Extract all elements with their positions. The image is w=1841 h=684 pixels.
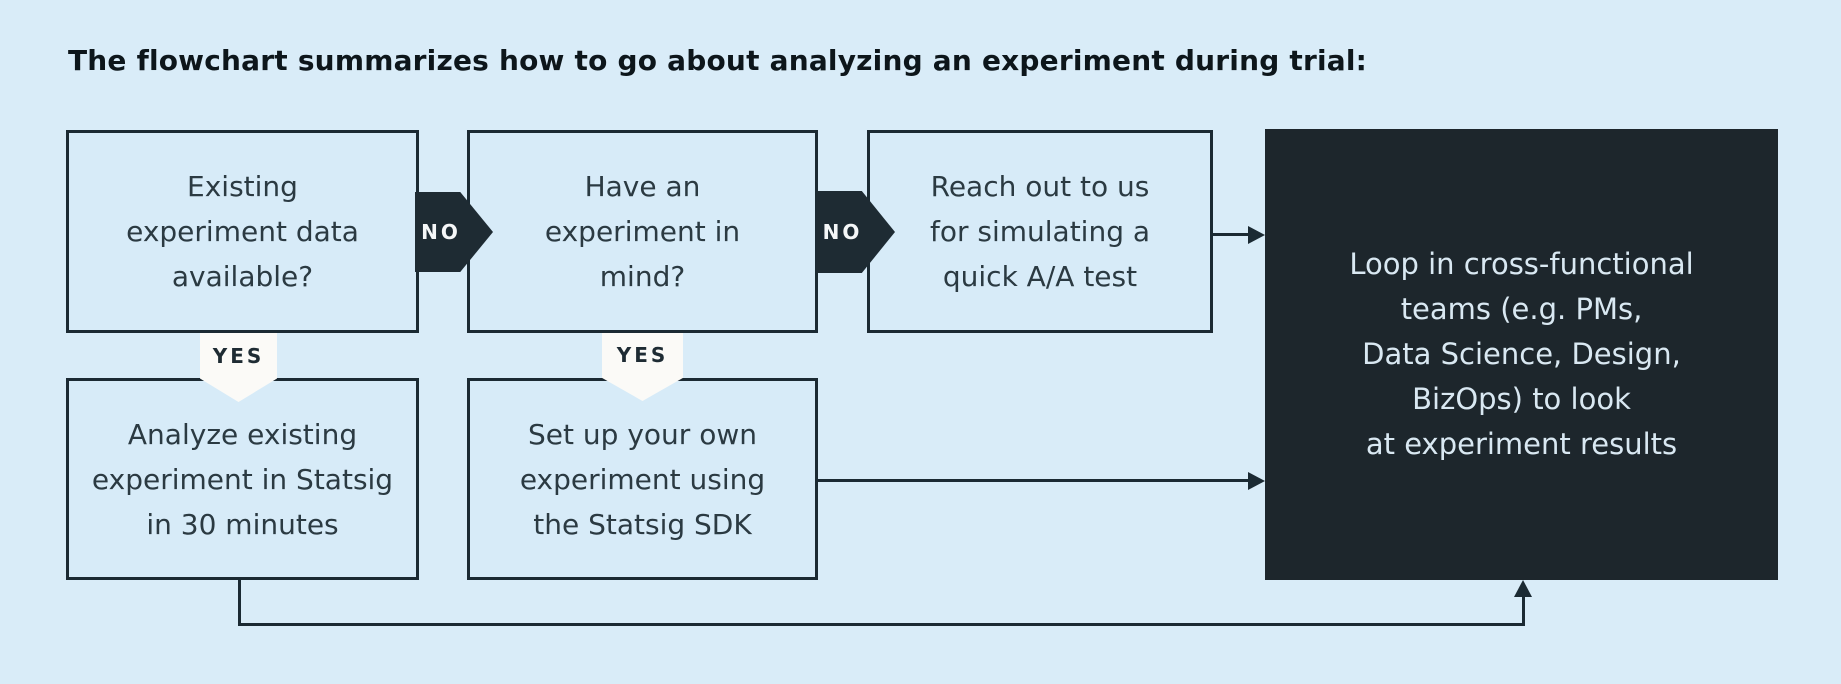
flowchart-title: The flowchart summarizes how to go about… — [68, 44, 1368, 77]
node-line: Loop in cross-functional — [1349, 247, 1694, 281]
connector-analyze-down-segment — [238, 580, 241, 626]
node-line: experiment using — [519, 462, 766, 496]
arrowhead-right-icon — [1248, 472, 1265, 490]
connector-setup-to-loop — [818, 479, 1251, 482]
node-line: Analyze existing — [127, 417, 358, 451]
badge-label: YES — [212, 343, 265, 368]
node-line: available? — [171, 260, 314, 293]
node-line: BizOps) to look — [1412, 382, 1631, 416]
node-line: at experiment results — [1365, 427, 1678, 461]
arrowhead-up-icon — [1514, 580, 1532, 597]
node-reach-out-aa-test: Reach out to us for simulating a quick A… — [867, 130, 1213, 333]
connector-analyze-up-segment — [1522, 594, 1525, 624]
node-analyze-existing-statsig: Analyze existing experiment in Statsig i… — [66, 378, 419, 580]
node-line: Set up your own — [528, 417, 757, 451]
node-have-experiment-in-mind: Have an experiment in mind? — [467, 130, 818, 333]
node-line: for simulating a — [929, 215, 1151, 248]
node-line: Data Science, Design, — [1362, 337, 1681, 371]
node-line: mind? — [599, 260, 686, 293]
node-loop-in-cross-functional: Loop in cross-functional teams (e.g. PMs… — [1265, 129, 1778, 580]
arrowhead-right-icon — [1248, 226, 1265, 244]
connector-analyze-horizontal-segment — [238, 623, 1525, 626]
node-line: experiment in — [544, 215, 741, 248]
badge-label: NO — [822, 220, 863, 244]
node-set-up-own-sdk: Set up your own experiment using the Sta… — [467, 378, 818, 580]
node-line: Reach out to us — [930, 170, 1150, 203]
node-existing-data-available: Existing experiment data available? — [66, 130, 419, 333]
node-line: the Statsig SDK — [533, 507, 752, 541]
node-line: teams (e.g. PMs, — [1400, 292, 1643, 326]
node-line: experiment data — [126, 215, 359, 248]
node-line: quick A/A test — [942, 260, 1138, 293]
badge-label: YES — [616, 343, 669, 367]
node-line: Existing — [187, 170, 298, 203]
node-line: Have an — [584, 170, 701, 203]
badge-label: NO — [421, 220, 461, 244]
node-line: in 30 minutes — [146, 507, 339, 541]
node-line: experiment in Statsig — [91, 462, 394, 496]
connector-reachout-to-loop — [1213, 233, 1253, 236]
